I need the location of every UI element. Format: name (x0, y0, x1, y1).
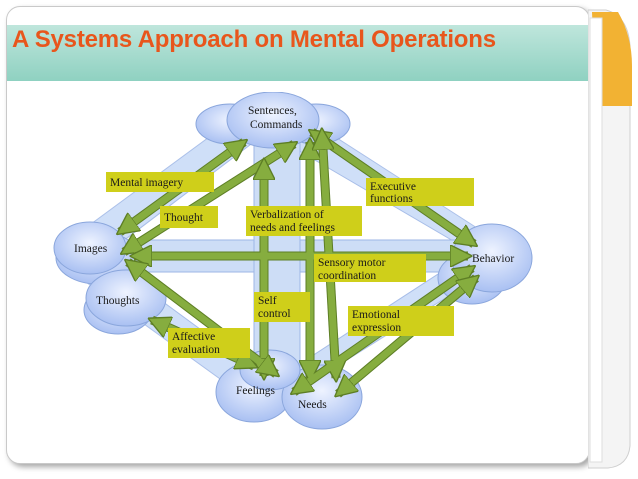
page-curl-decoration (588, 9, 632, 469)
node-label-sentences-2: Commands (250, 119, 303, 131)
label-executive-1: Executive (370, 181, 416, 193)
label-emotional-1: Emotional (352, 309, 400, 321)
node-label-behavior: Behavior (472, 253, 514, 265)
label-verbalization-1: Verbalization of (250, 209, 324, 221)
node-sentences (195, 92, 351, 149)
title-band (7, 25, 589, 81)
slide-title: A Systems Approach on Mental Operations (12, 26, 496, 53)
label-emotional-2: expression (352, 322, 401, 334)
node-label-needs: Needs (298, 399, 327, 411)
label-boxes (106, 172, 474, 358)
node-label-feelings: Feelings (236, 385, 275, 397)
label-mental-imagery: Mental imagery (110, 177, 183, 189)
systems-diagram: Sentences, Commands Images Thoughts Beha… (53, 92, 533, 430)
node-label-thoughts: Thoughts (96, 295, 140, 307)
label-verbalization-2: needs and feelings (250, 222, 335, 234)
label-affective-1: Affective (172, 331, 215, 343)
label-thought: Thought (164, 212, 204, 224)
label-self-control-1: Self (258, 295, 277, 307)
label-self-control-2: control (258, 308, 291, 320)
label-affective-2: evaluation (172, 344, 220, 356)
node-label-images: Images (74, 243, 108, 255)
label-sensory-1: Sensory motor (318, 257, 386, 269)
node-label-sentences-1: Sentences, (248, 105, 297, 117)
label-sensory-2: coordination (318, 270, 376, 282)
label-executive-2: functions (370, 193, 413, 205)
